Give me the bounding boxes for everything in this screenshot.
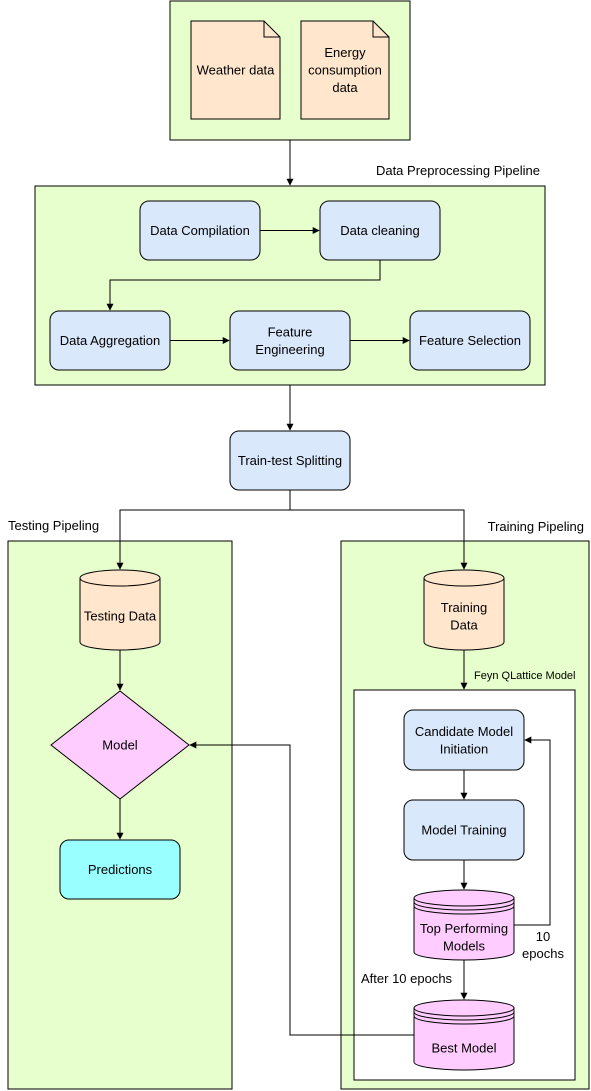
preprocessing-title: Data Preprocessing Pipeline bbox=[376, 163, 540, 178]
best-model-label: Best Model bbox=[431, 1041, 496, 1056]
data-aggregation-label: Data Aggregation bbox=[60, 333, 160, 348]
label-line: Energy bbox=[324, 45, 366, 60]
label-line: consumption bbox=[308, 63, 382, 78]
training-data-cylinder bbox=[423, 569, 505, 651]
feyn-label: Feyn QLattice Model bbox=[474, 670, 576, 682]
label-line: Models bbox=[443, 938, 485, 953]
label-line: data bbox=[332, 80, 358, 95]
energy-data-fold bbox=[372, 21, 389, 38]
label-line: Model bbox=[102, 738, 138, 753]
data-compilation-label: Data Compilation bbox=[150, 223, 250, 238]
arrow-cleaning-to-aggregation bbox=[106, 260, 381, 311]
arrow-split-to-training-data bbox=[289, 490, 468, 570]
feature-selection-label: Feature Selection bbox=[419, 333, 521, 348]
label-line: Engineering bbox=[255, 342, 324, 357]
label-line: Training bbox=[441, 600, 487, 615]
loop-label-unit: epochs bbox=[522, 946, 564, 961]
label-line: Initiation bbox=[440, 741, 488, 756]
weather-data-fold bbox=[263, 21, 280, 38]
label-line: Best Model bbox=[431, 1041, 496, 1056]
testing-data-label: Testing Data bbox=[84, 609, 157, 624]
model-training-label: Model Training bbox=[421, 823, 506, 838]
label-line: Train-test Splitting bbox=[238, 453, 342, 468]
testing-data-cylinder bbox=[79, 569, 161, 651]
arrow-top-models-loop-to-candidate bbox=[514, 736, 551, 926]
label-line: Feature bbox=[268, 324, 313, 339]
training-title: Training Pipeling bbox=[488, 519, 584, 534]
best-model-cylinder bbox=[413, 999, 515, 1071]
arrow-best-model-to-model bbox=[189, 741, 414, 1036]
label-line: Feature Selection bbox=[419, 333, 521, 348]
label-line: Weather data bbox=[197, 63, 276, 78]
predictions-label: Predictions bbox=[88, 862, 153, 877]
after-epochs-label: After 10 epochs bbox=[361, 971, 453, 986]
weather-data-label: Weather data bbox=[197, 63, 276, 78]
label-line: Testing Data bbox=[84, 609, 157, 624]
data-cleaning-label: Data cleaning bbox=[340, 223, 420, 238]
loop-label-count: 10 bbox=[536, 929, 550, 944]
train-test-split-label: Train-test Splitting bbox=[238, 453, 342, 468]
testing-title: Testing Pipeling bbox=[8, 518, 99, 533]
feature-engineering-box bbox=[229, 310, 351, 371]
model-label: Model bbox=[102, 738, 138, 753]
feature-selection-box bbox=[409, 310, 531, 371]
predictions-box bbox=[59, 839, 181, 900]
label-line: Model Training bbox=[421, 823, 506, 838]
label-line: Data Aggregation bbox=[60, 333, 160, 348]
label-line: Data cleaning bbox=[340, 223, 420, 238]
top-models-cylinder bbox=[413, 889, 515, 961]
energy-data-document bbox=[300, 20, 390, 120]
label-line: Data Compilation bbox=[150, 223, 250, 238]
label-line: Candidate Model bbox=[415, 724, 513, 739]
label-line: Data bbox=[450, 617, 478, 632]
weather-data-document bbox=[190, 20, 281, 120]
label-line: Predictions bbox=[88, 862, 153, 877]
energy-data-label: Energy consumption data bbox=[308, 45, 382, 95]
candidate-model-box bbox=[403, 709, 525, 771]
label-line: Top Performing bbox=[420, 921, 508, 936]
